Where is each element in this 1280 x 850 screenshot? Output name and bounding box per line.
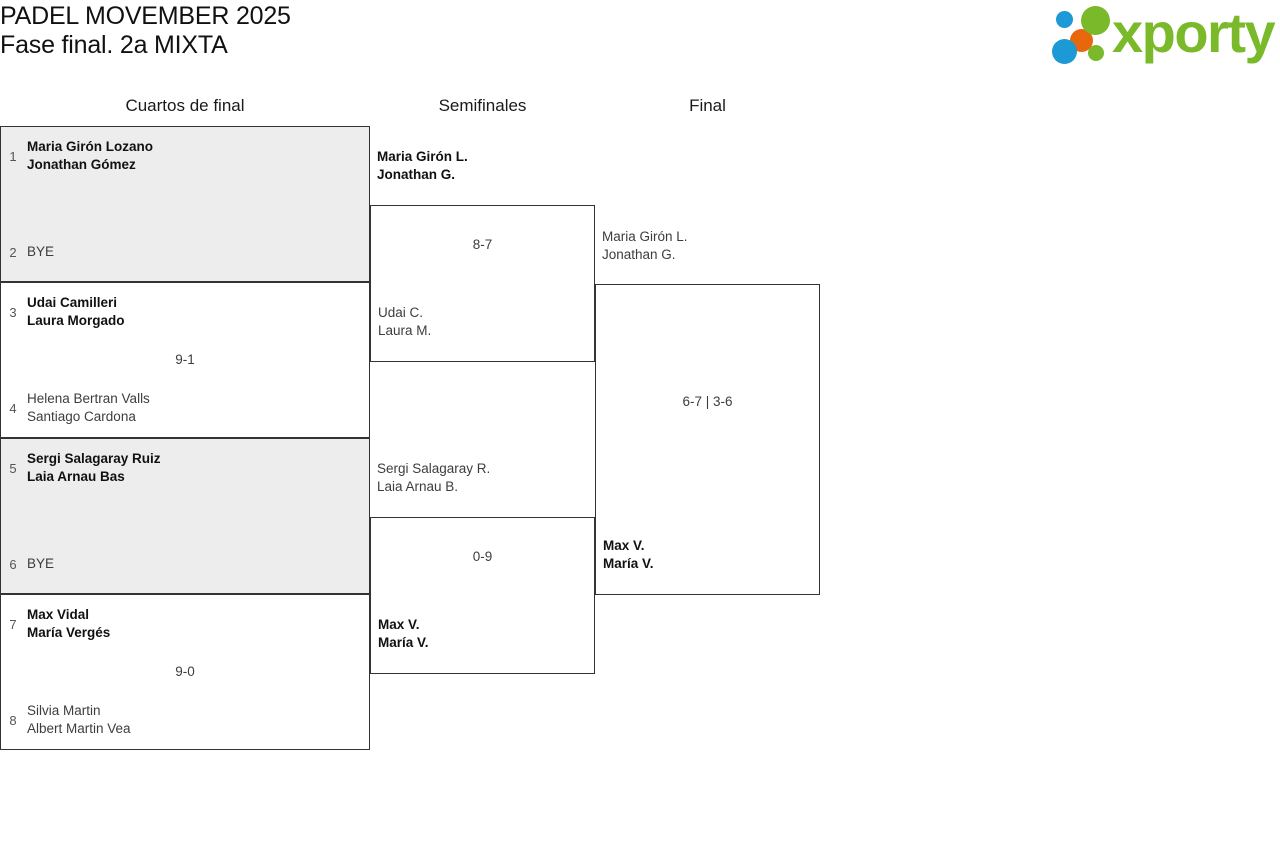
participant-name-2: Laia Arnau B. xyxy=(377,479,459,494)
match-semifinal-1[interactable]: 8-7 Udai C. Laura M. xyxy=(370,205,595,362)
page-header: PADEL MOVEMBER 2025 Fase final. 2a MIXTA… xyxy=(0,0,1280,80)
participant-name-2: María V. xyxy=(603,556,654,571)
participant-name-1: BYE xyxy=(27,556,55,571)
logo-dot-green-large-icon xyxy=(1081,6,1110,35)
seed-number: 2 xyxy=(9,244,17,260)
seed-number: 7 xyxy=(9,616,17,632)
participant-name-1: Max V. xyxy=(378,617,420,632)
participant-name-2: Laura M. xyxy=(378,323,432,338)
participant-name-1: Helena Bertran Valls xyxy=(27,391,150,406)
participant-name-1: Sergi Salagaray R. xyxy=(377,461,491,476)
round-header-quarterfinals: Cuartos de final xyxy=(125,96,245,115)
match-slot-bottom[interactable]: 6 BYE xyxy=(1,539,369,593)
match-score: 9-1 xyxy=(175,352,195,367)
participant-name-2: Jonathan G. xyxy=(602,247,676,262)
semifinal-2-top-participant: Sergi Salagaray R. Laia Arnau B. xyxy=(377,460,490,496)
logo-dots-icon xyxy=(1050,5,1126,65)
match-score: 8-7 xyxy=(472,237,493,252)
participant-names: BYE xyxy=(25,555,369,573)
final-top-participant: Maria Girón L. Jonathan G. xyxy=(602,228,688,264)
match-score: 0-9 xyxy=(472,549,493,564)
seed-number: 6 xyxy=(9,556,17,572)
tournament-phase: Fase final. 2a MIXTA xyxy=(0,31,228,59)
tournament-name: PADEL MOVEMBER 2025 xyxy=(0,2,291,30)
seed-number: 1 xyxy=(9,148,17,164)
participant-name-2: María V. xyxy=(378,635,429,650)
logo-dot-blue-small-icon xyxy=(1056,11,1073,28)
match-semifinal-2[interactable]: 0-9 Max V. María V. xyxy=(370,517,595,674)
participant-name-1: Silvia Martin xyxy=(27,703,101,718)
logo-dot-green-small-icon xyxy=(1088,45,1104,61)
logo-wordmark: xporty xyxy=(1112,1,1276,64)
seed-number: 8 xyxy=(9,712,17,728)
match-score: 6-7 | 3-6 xyxy=(682,394,733,409)
semifinal-1-bottom-participant: Udai C. Laura M. xyxy=(378,304,431,340)
seed-number: 4 xyxy=(9,400,17,416)
participant-name-1: Maria Girón L. xyxy=(602,229,688,244)
participant-name-1: BYE xyxy=(27,244,55,259)
participant-name-2: Santiago Cardona xyxy=(27,409,136,424)
round-header-final: Final xyxy=(689,96,726,115)
semifinal-2-bottom-participant: Max V. María V. xyxy=(378,616,429,652)
participant-name-2: Laura Morgado xyxy=(27,313,125,328)
participant-name-1: Maria Girón Lozano xyxy=(27,139,154,154)
participant-name-1: Maria Girón L. xyxy=(377,149,468,164)
seed-number: 5 xyxy=(9,460,17,476)
logo-dot-blue-large-icon xyxy=(1052,39,1077,64)
participant-name-1: Sergi Salagaray Ruiz xyxy=(27,451,161,466)
final-bottom-participant: Max V. María V. xyxy=(603,537,654,573)
match-score: 9-0 xyxy=(175,664,195,679)
participant-name-2: María Vergés xyxy=(27,625,111,640)
participant-name-1: Udai C. xyxy=(378,305,424,320)
participant-name-1: Max Vidal xyxy=(27,607,90,622)
match-final[interactable]: 6-7 | 3-6 Max V. María V. xyxy=(595,284,820,595)
semifinal-1-top-participant: Maria Girón L. Jonathan G. xyxy=(377,148,468,184)
participant-name-2: Jonathan Gómez xyxy=(27,157,136,172)
seed-number: 3 xyxy=(9,304,17,320)
participant-names: BYE xyxy=(25,243,369,261)
participant-name-2: Laia Arnau Bas xyxy=(27,469,125,484)
participant-name-2: Albert Martin Vea xyxy=(27,721,131,736)
xporty-logo[interactable]: xporty xyxy=(1050,1,1276,67)
match-slot-bottom[interactable]: 2 BYE xyxy=(1,227,369,281)
round-header-semifinals: Semifinales xyxy=(438,96,527,115)
page-title: PADEL MOVEMBER 2025 Fase final. 2a MIXTA xyxy=(0,2,291,60)
participant-name-1: Udai Camilleri xyxy=(27,295,118,310)
participant-name-2: Jonathan G. xyxy=(377,167,456,182)
participant-name-1: Max V. xyxy=(603,538,645,553)
